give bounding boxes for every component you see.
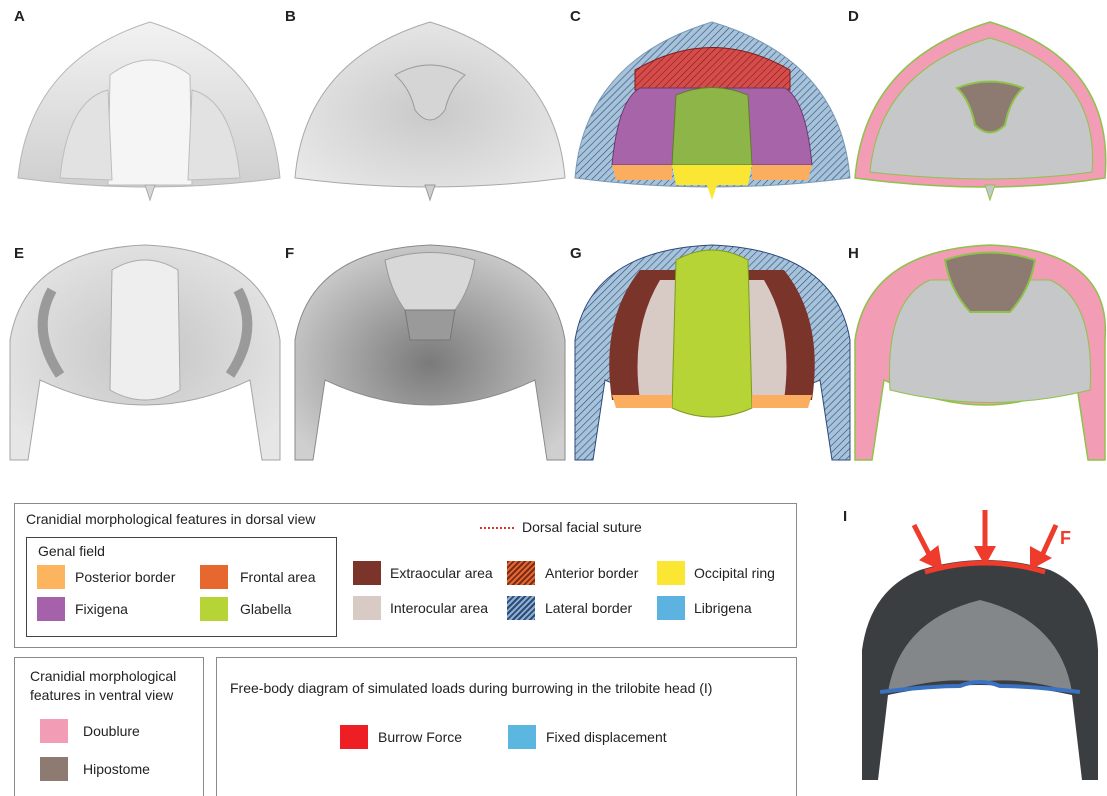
swatch-occipital-ring (657, 561, 685, 585)
label-frontal-area: Frontal area (240, 569, 315, 585)
label-fixigena: Fixigena (75, 601, 128, 617)
label-posterior-border: Posterior border (75, 569, 175, 585)
label-anterior-border: Anterior border (545, 565, 638, 581)
swatch-burrow-force (340, 725, 368, 749)
ventral-legend-title-1: Cranidial morphological (30, 668, 176, 684)
swatch-fixigena (37, 597, 65, 621)
fbd-legend-title: Free-body diagram of simulated loads dur… (230, 680, 712, 696)
swatch-extraocular-area (353, 561, 381, 585)
label-librigena: Librigena (694, 600, 752, 616)
swatch-doublure (40, 719, 68, 743)
panel-label-i: I (843, 508, 847, 525)
suture-line-swatch (478, 525, 518, 531)
label-doublure: Doublure (83, 723, 140, 739)
force-arrows (914, 510, 1056, 570)
head-c (575, 22, 850, 200)
swatch-interocular-area (353, 596, 381, 620)
label-interocular-area: Interocular area (390, 600, 488, 616)
label-hipostome: Hipostome (83, 761, 150, 777)
genal-field-title: Genal field (38, 543, 105, 559)
head-h (855, 245, 1105, 460)
swatch-glabella (200, 597, 228, 621)
fbd-legend (216, 657, 797, 796)
swatch-posterior-border (37, 565, 65, 589)
head-g (575, 245, 850, 460)
ventral-legend-title-2: features in ventral view (30, 687, 173, 703)
label-glabella: Glabella (240, 601, 291, 617)
head-e (10, 245, 280, 460)
head-a (18, 22, 280, 200)
swatch-anterior-border (507, 561, 535, 585)
suture-label: Dorsal facial suture (522, 519, 642, 535)
label-burrow-force: Burrow Force (378, 729, 462, 745)
dorsal-row (0, 0, 1107, 230)
head-d (855, 22, 1106, 200)
ventral-row (0, 230, 1107, 480)
label-extraocular-area: Extraocular area (390, 565, 493, 581)
swatch-lateral-border (507, 596, 535, 620)
swatch-hipostome (40, 757, 68, 781)
swatch-frontal-area (200, 565, 228, 589)
force-label: F (1060, 528, 1071, 549)
dorsal-legend-title: Cranidial morphological features in dors… (26, 511, 315, 527)
head-f (295, 245, 565, 460)
label-lateral-border: Lateral border (545, 600, 632, 616)
head-b (295, 22, 565, 200)
label-fixed-displacement: Fixed displacement (546, 729, 667, 745)
swatch-fixed-displacement (508, 725, 536, 749)
swatch-librigena (657, 596, 685, 620)
label-occipital-ring: Occipital ring (694, 565, 775, 581)
